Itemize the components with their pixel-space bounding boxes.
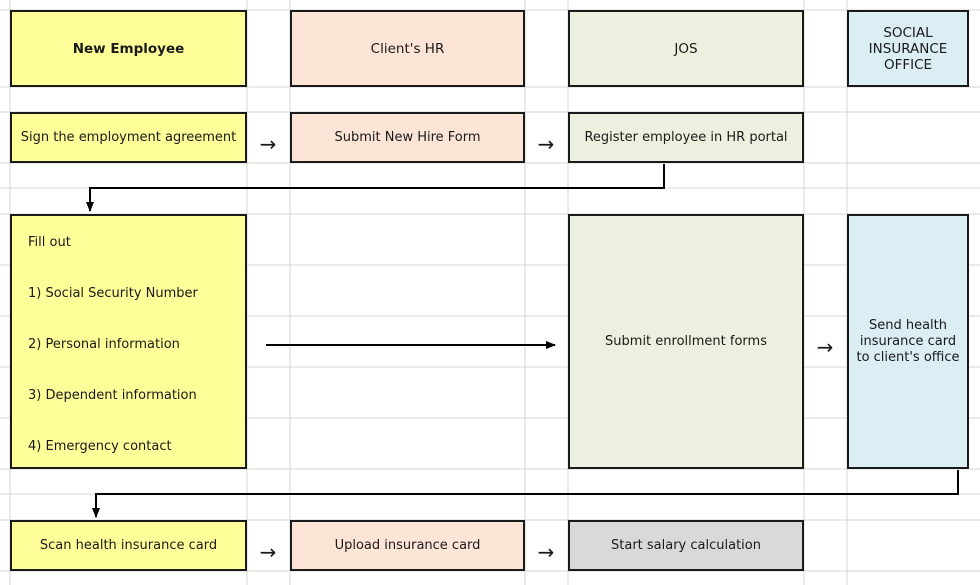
- fill-out-item: 3) Dependent information: [28, 388, 197, 403]
- fill-out-item: 2) Personal information: [28, 337, 180, 352]
- step-submit-enrollment-forms: Submit enrollment forms: [568, 214, 804, 469]
- step-label: Submit enrollment forms: [605, 333, 767, 349]
- connector-send-card-to-scan: [92, 470, 959, 518]
- step-label: Register employee in HR portal: [584, 129, 788, 145]
- step-scan-insurance-card: Scan health insurance card: [10, 520, 247, 571]
- step-label: Sign the employment agreement: [20, 129, 237, 145]
- step-send-health-insurance-card: Send health insurance card to client's o…: [847, 214, 969, 469]
- connector-register-to-fill-out: [86, 164, 665, 212]
- step-label: Send health insurance card to client's o…: [856, 317, 960, 365]
- step-start-salary-calculation: Start salary calculation: [568, 520, 804, 571]
- lane-header-clients-hr: Client's HR: [290, 10, 525, 87]
- step-submit-new-hire-form: Submit New Hire Form: [290, 112, 525, 163]
- arrow-right: →: [537, 540, 555, 564]
- arrow-right: →: [259, 132, 277, 156]
- step-label: Submit New Hire Form: [334, 129, 481, 145]
- arrow-right: →: [259, 540, 277, 564]
- step-register-hr-portal: Register employee in HR portal: [568, 112, 804, 163]
- step-label: Upload insurance card: [334, 537, 481, 553]
- lane-header-label: JOS: [674, 40, 698, 57]
- fill-out-item: 1) Social Security Number: [28, 286, 198, 301]
- step-fill-out-forms: Fill out 1) Social Security Number 2) Pe…: [10, 214, 247, 469]
- step-label: Start salary calculation: [611, 537, 761, 553]
- lane-header-label: SOCIAL INSURANCE OFFICE: [868, 24, 948, 73]
- step-sign-agreement: Sign the employment agreement: [10, 112, 247, 163]
- lane-header-jos: JOS: [568, 10, 804, 87]
- lane-header-social-insurance: SOCIAL INSURANCE OFFICE: [847, 10, 969, 87]
- arrow-right: →: [537, 132, 555, 156]
- step-upload-insurance-card: Upload insurance card: [290, 520, 525, 571]
- arrow-right: →: [816, 335, 834, 359]
- lane-header-label: Client's HR: [370, 40, 445, 57]
- fill-out-item: 4) Emergency contact: [28, 439, 172, 454]
- step-label: Scan health insurance card: [39, 537, 218, 553]
- lane-header-label: New Employee: [72, 40, 185, 57]
- fill-out-heading: Fill out: [28, 235, 71, 250]
- lane-header-new-employee: New Employee: [10, 10, 247, 87]
